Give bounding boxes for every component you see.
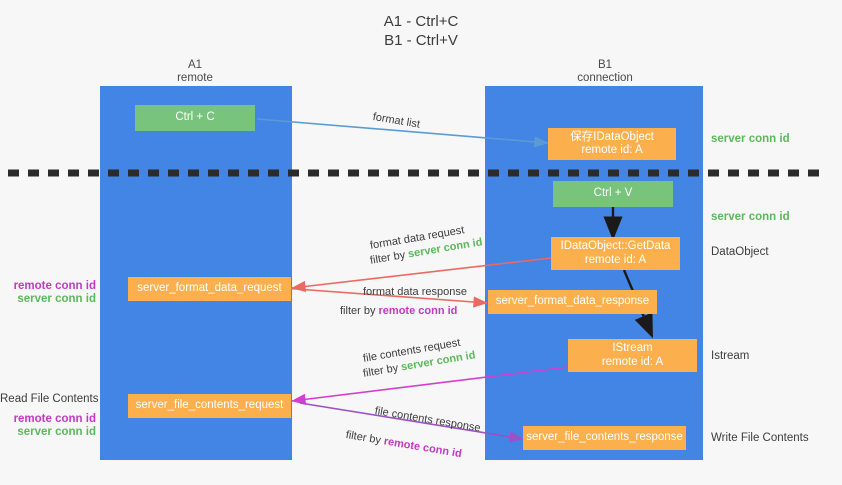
node-ctrl-v[interactable]: Ctrl + V (553, 181, 673, 207)
page-title: A1 - Ctrl+C (383, 13, 459, 30)
edge-label-file-contents-response-filter: filter by remote conn id (345, 428, 463, 462)
edge-label-file-contents-response: file contents response (374, 404, 482, 436)
node-ctrl-v-line1: Ctrl + V (593, 187, 633, 200)
edge-label-format-data-response: format data response (363, 285, 467, 300)
edge-label-format-data-response-filter: filter by remote conn id (340, 304, 457, 319)
node-istream[interactable]: IStream remote id: A (568, 339, 697, 372)
left-label-server-conn-id-2: server conn id (17, 426, 96, 438)
node-idataobject-getdata[interactable]: IDataObject::GetData remote id: A (551, 237, 680, 270)
lane-header-a1-title: A1 (187, 59, 203, 71)
node-istream-line2: remote id: A (601, 355, 664, 368)
lane-header-a1-subtitle: remote (177, 72, 213, 84)
page-subtitle: B1 - Ctrl+V (384, 32, 458, 49)
node-server-file-contents-request[interactable]: server_file_contents_request (128, 394, 291, 418)
filter-prefix: filter by (344, 428, 382, 447)
edge-label-format-data-response-text: format data response (363, 286, 467, 298)
filter-key-remote-conn-id: remote conn id (382, 435, 463, 461)
left-label-server-conn-id-1: server conn id (17, 293, 96, 305)
left-label-remote-conn-id-2: remote conn id (13, 413, 96, 425)
node-server-file-contents-request-label: server_file_contents_request (135, 399, 284, 412)
node-save-idataobject-line1: 保存IDataObject (570, 130, 654, 143)
filter-prefix: filter by (340, 305, 376, 317)
node-server-format-data-response-label: server_format_data_response (495, 295, 650, 308)
edge-label-file-contents-response-text: file contents response (373, 404, 482, 435)
right-label-server-conn-id-mid: server conn id (711, 211, 790, 223)
right-label-dataobject: DataObject (711, 246, 769, 258)
node-save-idataobject[interactable]: 保存IDataObject remote id: A (548, 128, 676, 160)
node-server-file-contents-response-label: server_file_contents_response (526, 431, 683, 444)
node-server-file-contents-response[interactable]: server_file_contents_response (523, 426, 686, 450)
left-label-remote-conn-id-1: remote conn id (13, 280, 96, 292)
node-save-idataobject-line2: remote id: A (581, 144, 643, 156)
node-idataobject-getdata-line1: IDataObject::GetData (560, 240, 671, 252)
node-server-format-data-request[interactable]: server_format_data_request (128, 277, 291, 301)
edge-label-format-list: format list (372, 110, 422, 133)
right-label-write-file-contents: Write File Contents (711, 432, 809, 444)
node-istream-line1: IStream (612, 342, 653, 354)
edge-label-format-list-text: format list (371, 110, 421, 131)
node-server-format-data-request-label: server_format_data_request (137, 282, 282, 295)
right-label-server-conn-id-top: server conn id (711, 133, 790, 145)
left-label-read-file-contents: Read File Contents (0, 393, 99, 405)
lane-header-b1-title: B1 (597, 59, 613, 71)
lane-header-b1-subtitle: connection (577, 72, 633, 84)
node-ctrl-c[interactable]: Ctrl + C (135, 105, 255, 131)
filter-key-remote-conn-id: remote conn id (378, 305, 458, 317)
node-ctrl-c-line1: Ctrl + C (175, 111, 215, 124)
node-idataobject-getdata-line2: remote id: A (584, 253, 647, 266)
right-label-istream: Istream (711, 350, 750, 362)
node-server-format-data-response[interactable]: server_format_data_response (488, 290, 657, 314)
